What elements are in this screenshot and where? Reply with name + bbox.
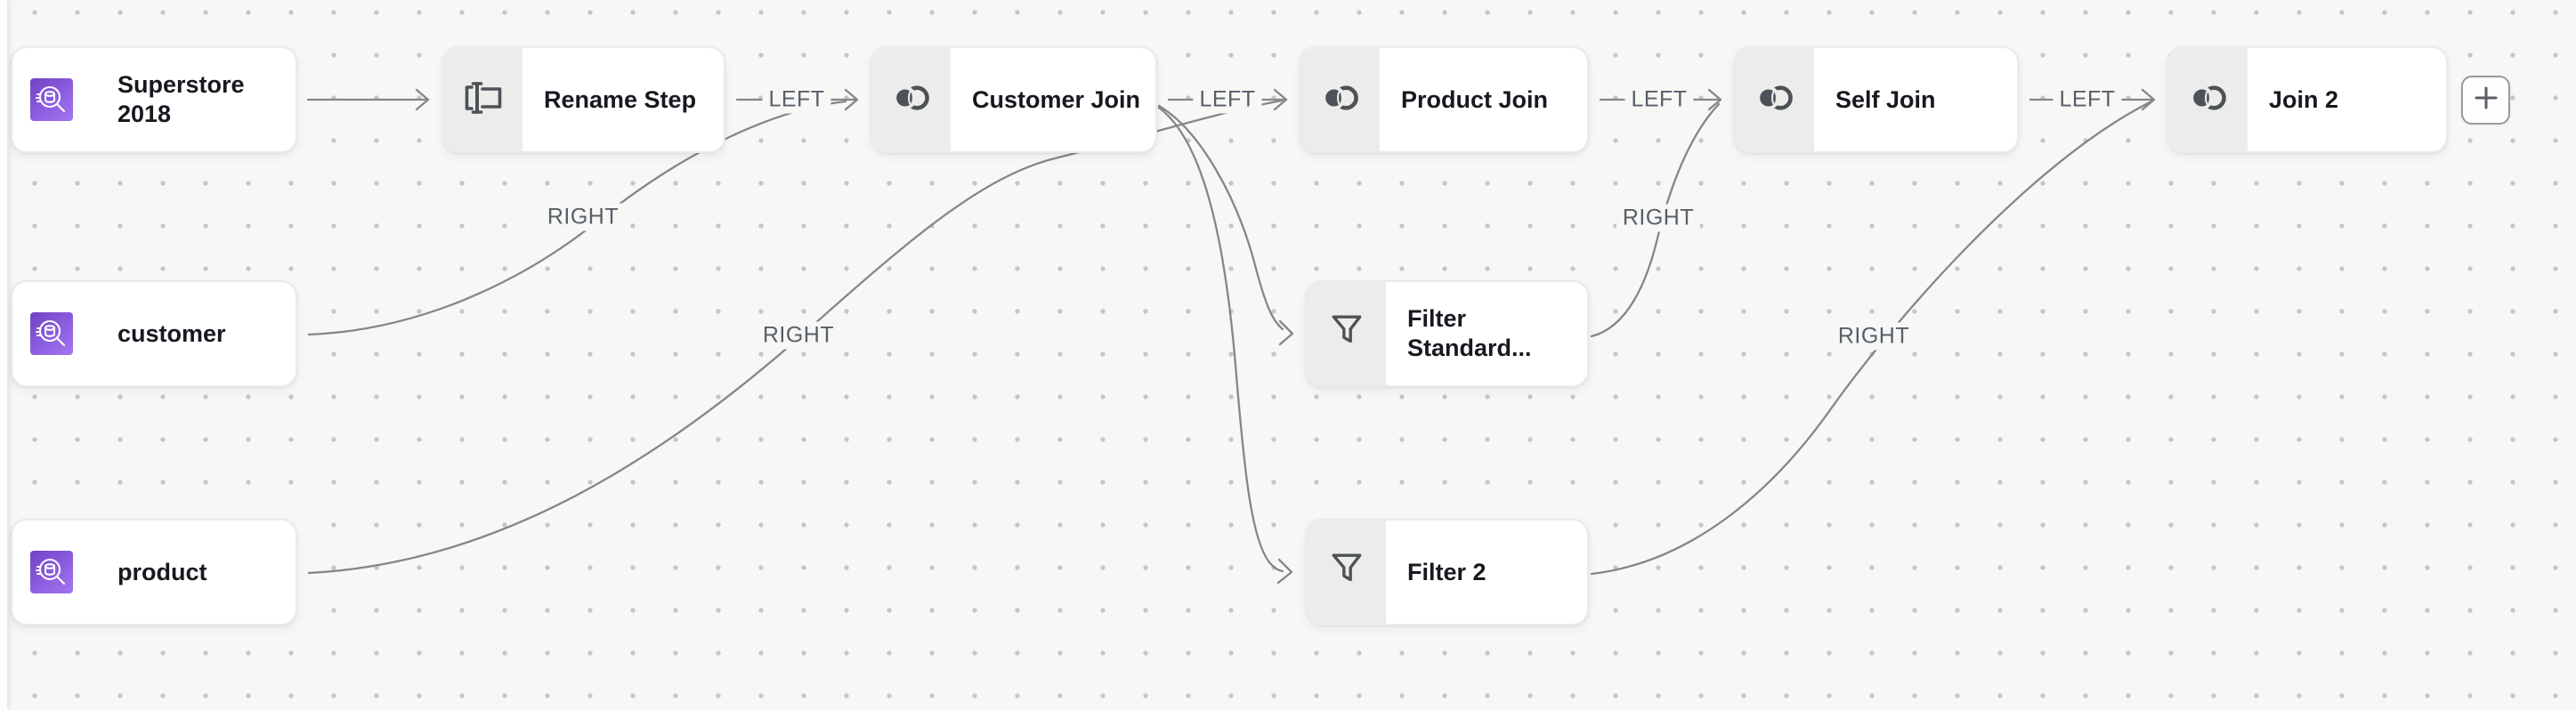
dataset-search-icon [30, 551, 73, 593]
node-label: Customer Join [972, 85, 1141, 113]
node-label: product [117, 558, 207, 585]
node-label: Self Join [1835, 85, 1936, 113]
edge-label-right-4: RIGHT [1831, 322, 1916, 351]
venn-join-icon [1320, 85, 1361, 116]
node-rename-step[interactable]: Rename Step [442, 46, 725, 153]
venn-join-icon [1754, 85, 1795, 116]
node-filter-standard[interactable]: Filter Standard... [1306, 280, 1589, 387]
arrowhead-into-self-join [1707, 88, 1722, 111]
add-node-button[interactable] [2461, 76, 2510, 125]
venn-join-icon [891, 85, 932, 116]
arrowhead-into-rename-step [415, 88, 430, 111]
arrowhead-into-join-2 [2141, 88, 2156, 111]
edge-label-left-3: LEFT [1624, 85, 1694, 114]
edge-label-left-2: LEFT [1193, 85, 1262, 114]
arrowhead-into-filter-2 [1276, 558, 1293, 585]
arrowhead-into-product-join [1273, 88, 1288, 111]
canvas-left-edge [0, 0, 7, 710]
node-filter-2[interactable]: Filter 2 [1306, 519, 1589, 625]
edge-customer-join-to-filter-standard [1157, 104, 1284, 331]
edge-filter-2-to-join-2 [1590, 100, 2153, 576]
funnel-filter-icon [1330, 313, 1364, 355]
node-label: Filter Standard... [1407, 305, 1532, 361]
plus-icon [2472, 84, 2500, 117]
node-label: Product Join [1401, 85, 1549, 113]
node-label: Join 2 [2269, 85, 2339, 113]
venn-join-icon [2188, 85, 2229, 116]
node-superstore-2018[interactable]: Superstore 2018 [11, 46, 297, 153]
arrowhead-into-filter-standard [1278, 319, 1294, 346]
edge-customer-join-to-filter-2 [1157, 106, 1284, 573]
funnel-filter-icon [1330, 552, 1364, 593]
edge-label-right-1: RIGHT [540, 203, 626, 231]
edge-label-right-3: RIGHT [1616, 204, 1701, 232]
node-customer[interactable]: customer [11, 280, 297, 387]
dataset-search-icon [30, 312, 73, 355]
edge-filter-standard-to-self-join [1590, 102, 1721, 338]
node-label: Superstore 2018 [117, 71, 245, 127]
node-join-2[interactable]: Join 2 [2167, 46, 2448, 153]
text-cursor-rename-icon [463, 80, 504, 120]
edge-label-left-4: LEFT [2053, 85, 2122, 114]
edge-label-right-2: RIGHT [756, 321, 841, 350]
node-self-join[interactable]: Self Join [1734, 46, 2019, 153]
node-product[interactable]: product [11, 519, 297, 625]
node-product-join[interactable]: Product Join [1300, 46, 1589, 153]
edge-label-left-1: LEFT [762, 85, 831, 114]
node-label: customer [117, 319, 226, 347]
node-label: Filter 2 [1407, 558, 1486, 585]
node-customer-join[interactable]: Customer Join [871, 46, 1157, 153]
node-label: Rename Step [544, 85, 697, 113]
dataset-search-icon [30, 78, 73, 121]
arrowhead-into-customer-join [844, 88, 859, 111]
